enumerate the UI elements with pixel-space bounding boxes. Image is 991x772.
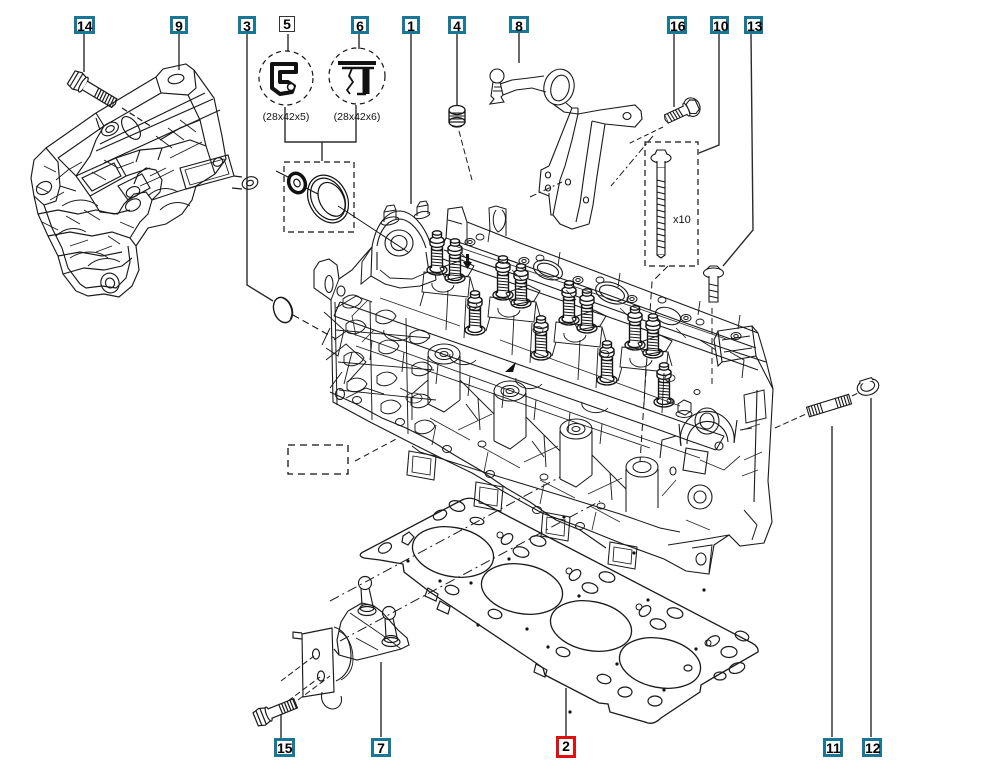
svg-text:(28x42x6): (28x42x6) xyxy=(334,111,381,123)
svg-text:x10: x10 xyxy=(673,214,691,226)
svg-text:(28x42x5): (28x42x5) xyxy=(263,111,310,123)
